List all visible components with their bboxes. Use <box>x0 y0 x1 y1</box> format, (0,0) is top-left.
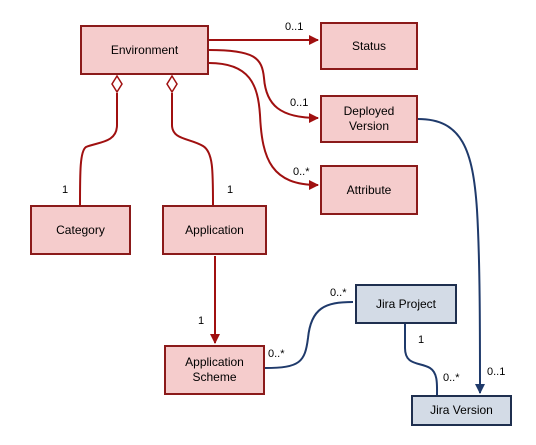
node-environment-label: Environment <box>110 42 179 57</box>
aggregation-diamond-application <box>166 74 178 94</box>
edge-environment-attribute <box>208 62 319 190</box>
node-attribute[interactable]: Attribute <box>320 165 418 215</box>
node-status[interactable]: Status <box>320 22 418 70</box>
node-deployed-version[interactable]: Deployed Version <box>320 95 418 143</box>
mult-deployed-version-jira-version: 0..1 <box>487 366 506 378</box>
node-environment[interactable]: Environment <box>80 25 209 75</box>
edge-environment-category <box>79 93 118 206</box>
mult-environment-attribute: 0..* <box>293 166 310 178</box>
mult-environment-category: 1 <box>62 184 69 196</box>
node-application-scheme-label: Application Scheme <box>185 355 244 384</box>
node-application-scheme[interactable]: Application Scheme <box>164 345 265 395</box>
node-attribute-label: Attribute <box>346 182 392 197</box>
mult-project-version-at-project: 1 <box>418 334 425 346</box>
edge-scheme-jira-project <box>264 301 354 369</box>
node-jira-version-label: Jira Version <box>430 403 493 417</box>
edge-environment-deployed-version <box>208 49 319 123</box>
edge-deployed-version-jira-version <box>417 118 485 394</box>
node-category[interactable]: Category <box>30 205 131 255</box>
edge-jira-project-jira-version <box>404 324 439 396</box>
mult-environment-application: 1 <box>227 184 234 196</box>
node-application[interactable]: Application <box>162 205 267 255</box>
node-category-label: Category <box>56 222 105 237</box>
node-status-label: Status <box>351 38 387 53</box>
aggregation-diamond-category <box>111 74 123 94</box>
node-deployed-version-label: Deployed Version <box>343 104 395 133</box>
mult-environment-status: 0..1 <box>285 21 304 33</box>
node-jira-project[interactable]: Jira Project <box>355 284 457 324</box>
edge-environment-application <box>171 93 214 206</box>
mult-application-scheme: 1 <box>198 315 205 327</box>
mult-scheme-project-at-project: 0..* <box>330 287 347 299</box>
node-application-label: Application <box>185 222 244 237</box>
node-jira-version[interactable]: Jira Version <box>411 395 512 426</box>
node-jira-project-label: Jira Project <box>375 296 437 311</box>
mult-scheme-project-at-scheme: 0..* <box>268 348 285 360</box>
mult-environment-deployed-version: 0..1 <box>290 97 309 109</box>
mult-project-version-at-version: 0..* <box>443 372 460 384</box>
